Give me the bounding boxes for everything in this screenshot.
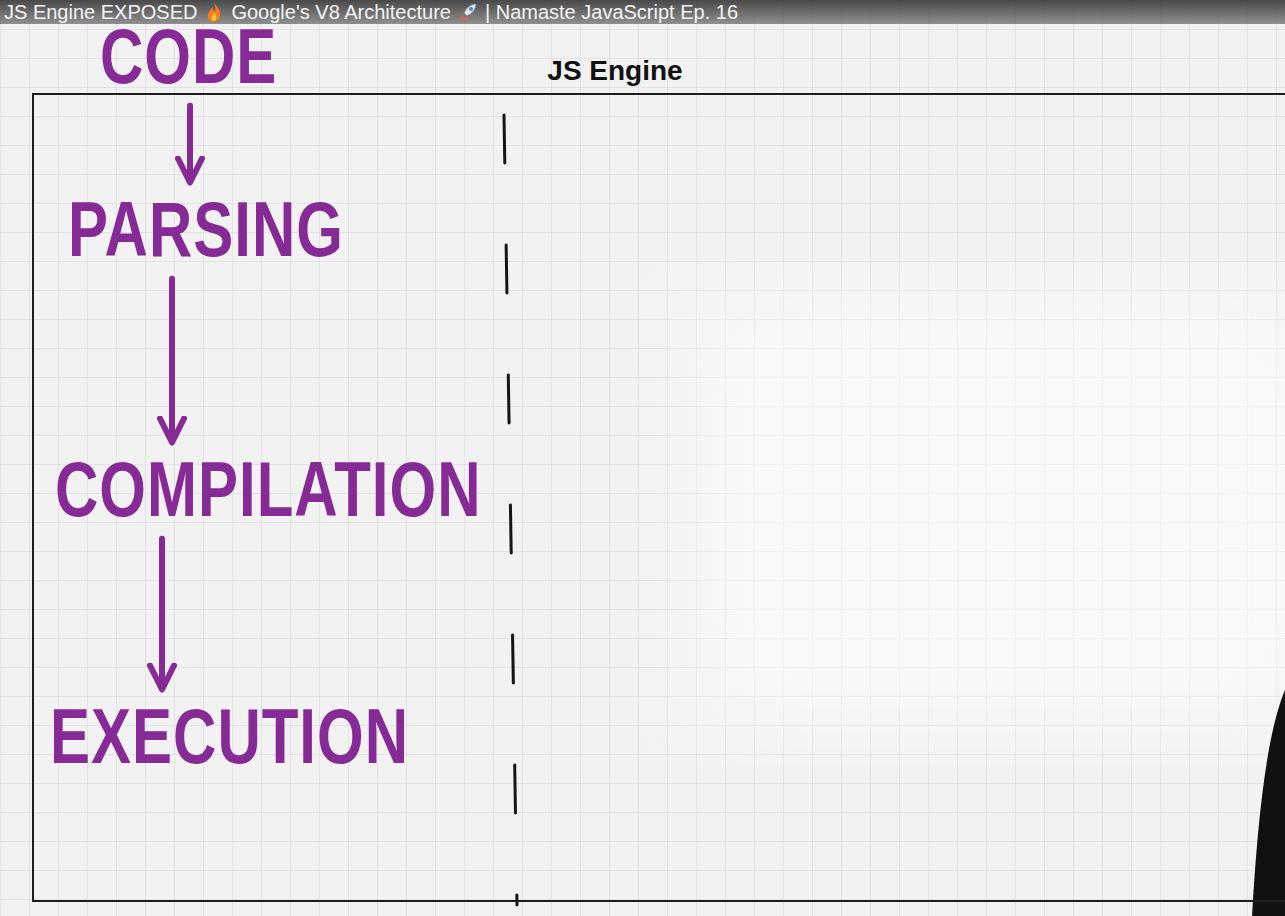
dashed-line <box>504 115 517 905</box>
engine-box: JS EnginePARSINGCOMPILATIONEXECUTION <box>32 93 1285 902</box>
presenter-silhouette <box>1252 690 1285 916</box>
flow-arrow <box>187 106 193 181</box>
compilation-step: COMPILATION <box>55 447 482 533</box>
step-label: PARSING <box>68 187 344 273</box>
flow-arrow <box>169 279 175 441</box>
light-glare <box>700 300 1285 720</box>
parsing-step: PARSING <box>68 187 344 273</box>
step-label: EXECUTION <box>50 694 409 780</box>
step-label: CODE <box>100 14 277 100</box>
flow-arrow <box>159 539 165 688</box>
dashed-divider <box>504 115 517 905</box>
step-label: COMPILATION <box>55 447 482 533</box>
rocket-flame <box>460 15 467 21</box>
code-step: CODE <box>100 14 277 100</box>
rocket-icon <box>457 1 479 23</box>
rocket-window <box>469 7 473 11</box>
video-title-text: | Namaste JavaScript Ep. 16 <box>485 1 738 23</box>
rocket-body <box>464 4 476 16</box>
execution-step: EXECUTION <box>50 694 409 780</box>
box-heading: JS Engine <box>547 55 682 87</box>
